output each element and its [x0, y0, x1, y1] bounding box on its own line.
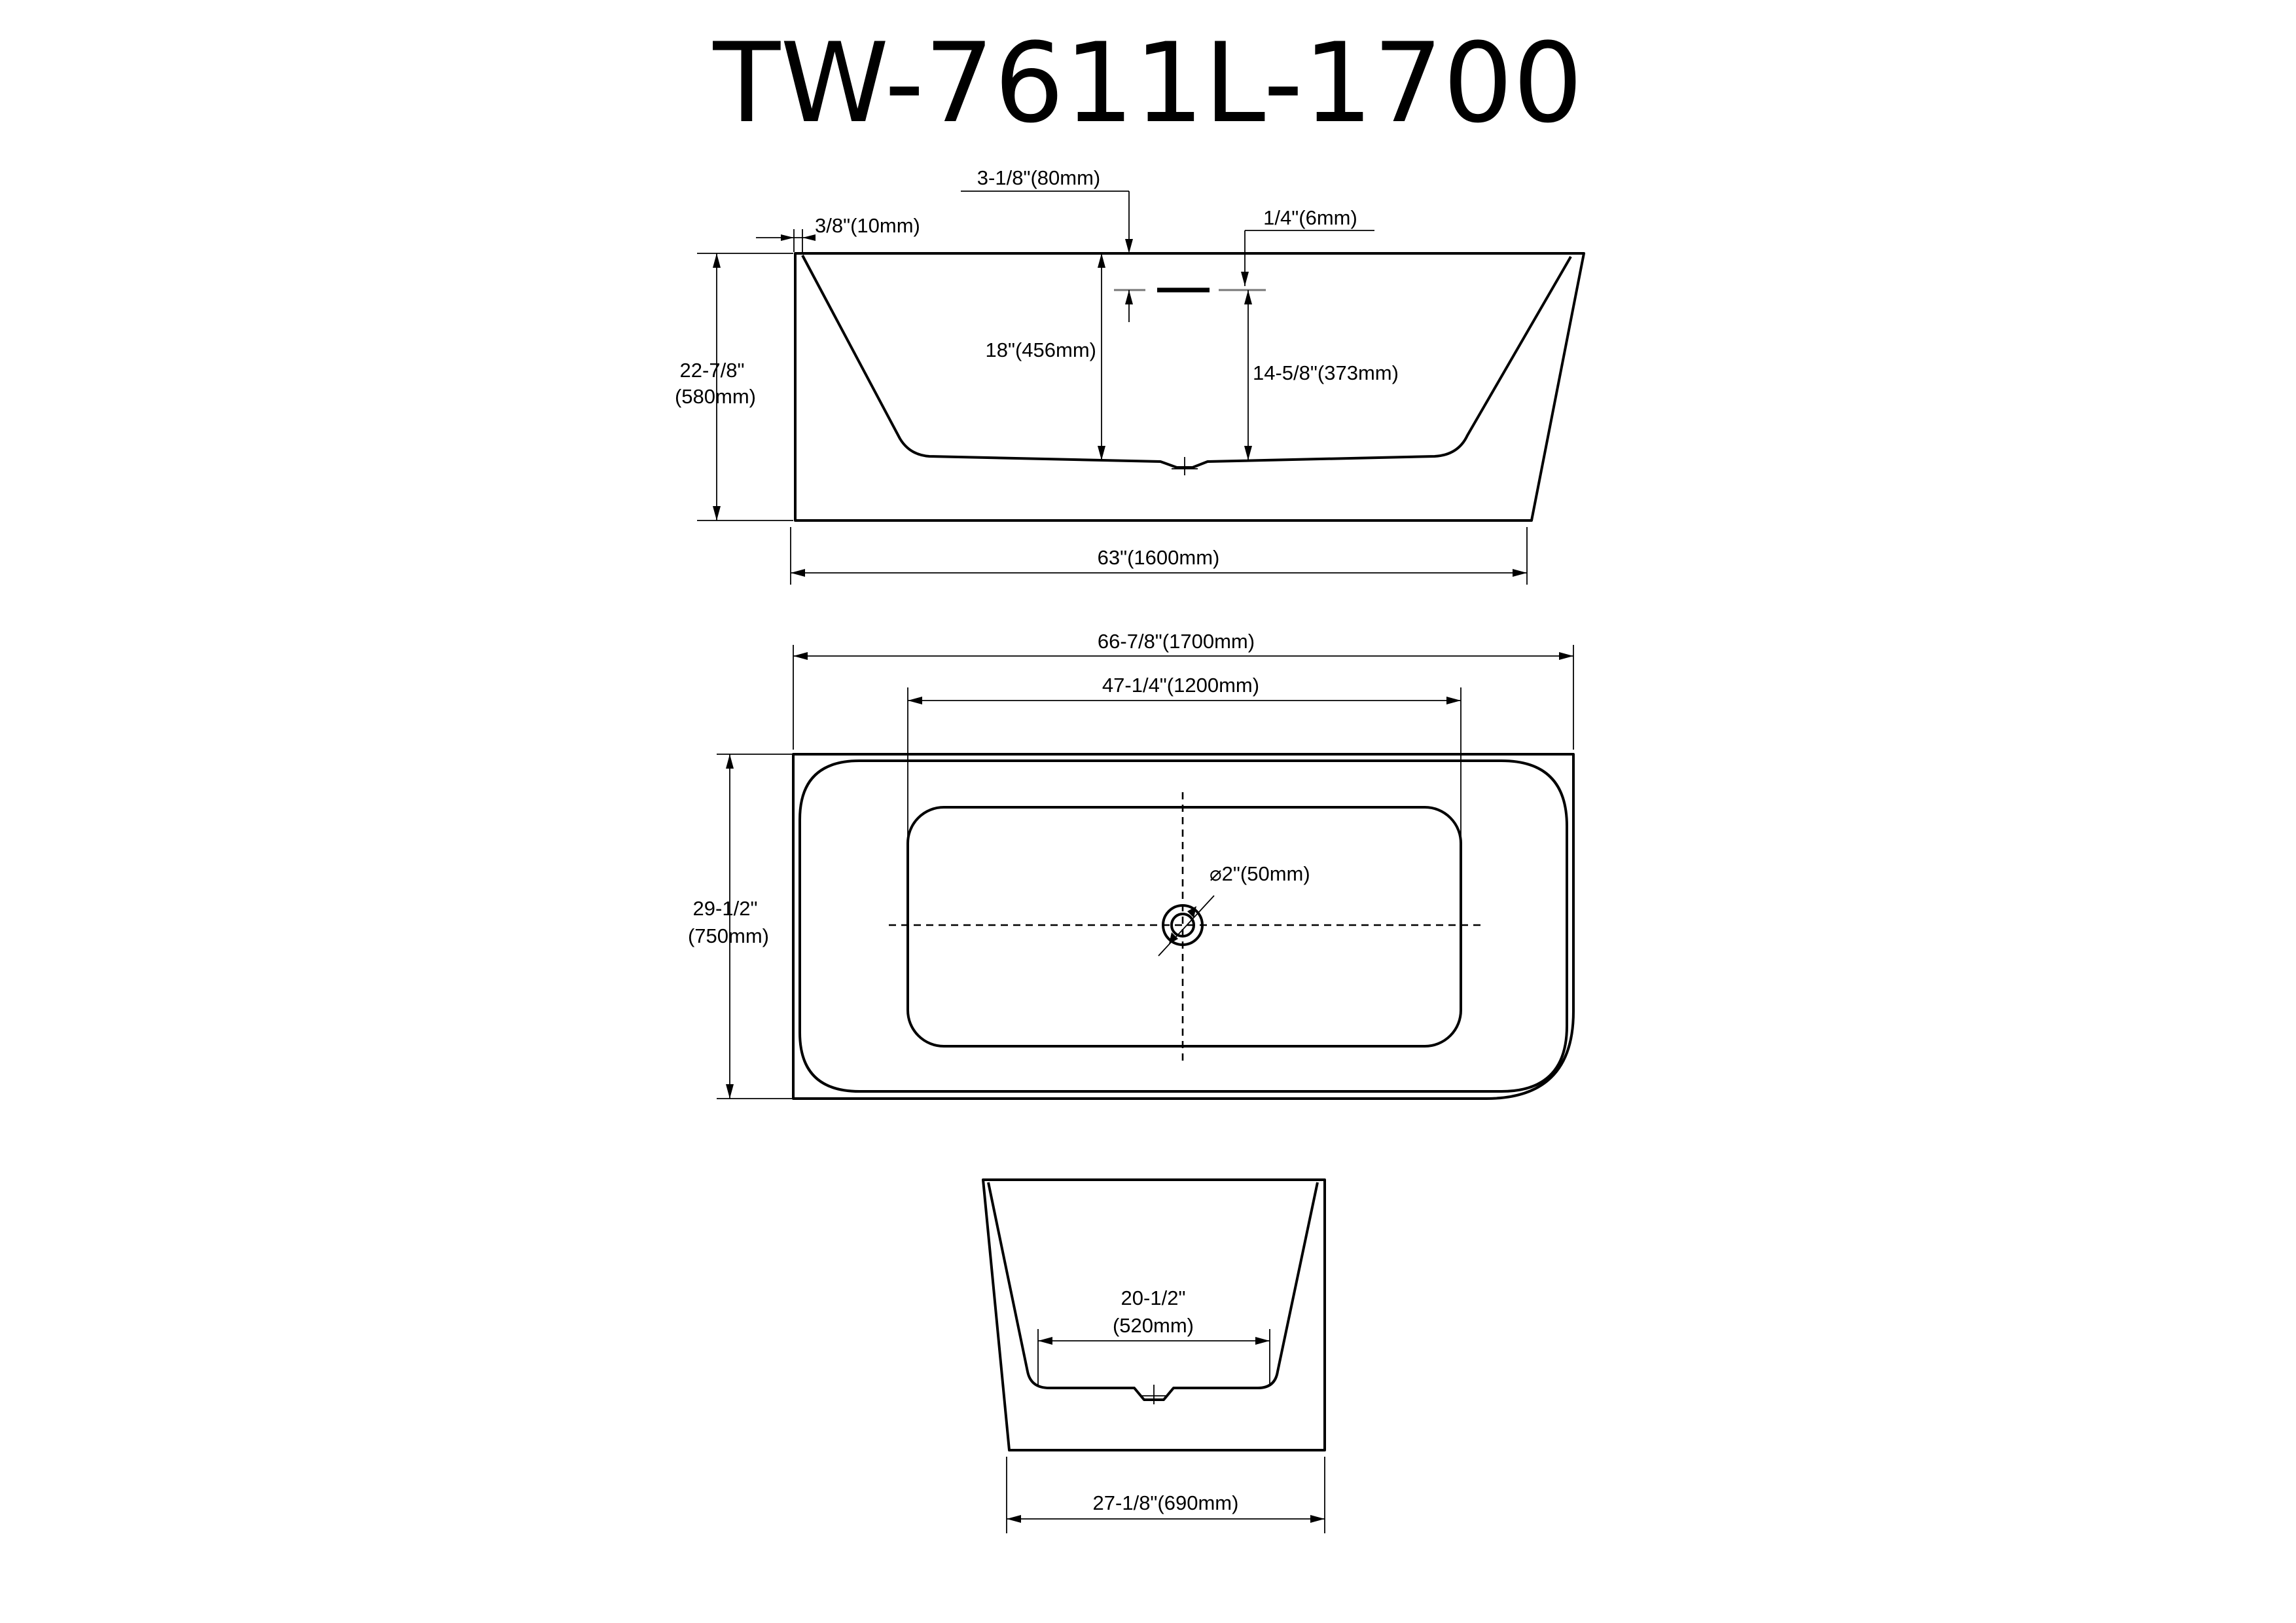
dim-arrow	[1038, 1337, 1052, 1345]
dim-arrow	[1187, 906, 1196, 918]
dim-interior-depth: 18"(456mm)	[985, 338, 1096, 361]
dim-height-in: 22-7/8"	[680, 359, 745, 382]
drain-inner-ring	[1170, 913, 1195, 938]
dim-arrow	[1007, 1515, 1021, 1523]
dim-arrow	[713, 253, 721, 268]
dim-arrow	[781, 234, 794, 241]
dim-base-width: 27-1/8"(690mm)	[1093, 1491, 1239, 1514]
dim-arrow	[1310, 1515, 1325, 1523]
top-view-rim	[798, 759, 1568, 1093]
dim-height-mm: (580mm)	[675, 385, 756, 408]
top-view-outer-shell	[792, 753, 1575, 1100]
dim-arrow	[908, 697, 922, 704]
side-view-inner-basin	[801, 255, 1572, 469]
dim-water-depth: 14-5/8"(373mm)	[1253, 361, 1399, 384]
dim-width-in: 29-1/2"	[693, 897, 758, 920]
dim-drain-diameter: ⌀2"(50mm)	[1210, 862, 1310, 885]
dim-arrow	[726, 1084, 734, 1099]
top-view-basin	[906, 806, 1462, 1048]
side-view-outer-shell	[794, 252, 1585, 522]
dim-arrow	[1125, 290, 1133, 304]
dim-arrow	[1255, 1337, 1270, 1345]
dim-arrow	[1446, 697, 1461, 704]
model-title: TW-7611L-1700	[713, 19, 1583, 147]
drain-leader	[1158, 895, 1215, 957]
dim-arrow	[1244, 290, 1252, 304]
dim-arrow	[793, 652, 808, 660]
dim-arrow	[1241, 272, 1249, 286]
dim-arrow	[1559, 652, 1573, 660]
dim-arrow	[1513, 569, 1527, 577]
dim-arrow	[1098, 446, 1105, 460]
dim-arrow	[713, 506, 721, 520]
dim-arrow	[1098, 253, 1105, 268]
end-view: 20-1/2" (520mm) 27-1/8"(690mm)	[982, 1178, 1326, 1533]
dim-arrow	[1125, 239, 1133, 253]
dim-arrow	[791, 569, 805, 577]
dim-overflow-height: 1/4"(6mm)	[1263, 206, 1357, 229]
dim-arrow	[1244, 446, 1252, 460]
dim-base-length: 63"(1600mm)	[1098, 546, 1220, 569]
dim-overall-length: 66-7/8"(1700mm)	[1098, 630, 1255, 653]
dim-rim-thickness: 3/8"(10mm)	[815, 214, 920, 237]
drain-outer-ring	[1162, 904, 1204, 946]
dim-bottom-width-mm: (520mm)	[1113, 1314, 1194, 1337]
side-view: 3-1/8"(80mm) 3/8"(10mm) 1/4"(6mm) 18"(45…	[675, 166, 1585, 585]
end-view-outer-shell	[982, 1178, 1326, 1451]
dim-bottom-width-in: 20-1/2"	[1121, 1286, 1186, 1309]
dim-width-mm: (750mm)	[688, 924, 769, 947]
dim-arrow	[726, 754, 734, 769]
dim-arrow	[802, 234, 816, 241]
top-view: ⌀2"(50mm) 66-7/8"(1700mm) 47-1/4"(1200mm…	[688, 630, 1575, 1100]
dim-overflow-offset: 3-1/8"(80mm)	[977, 166, 1100, 189]
dim-interior-length: 47-1/4"(1200mm)	[1102, 674, 1259, 697]
dim-arrow	[1169, 932, 1178, 944]
